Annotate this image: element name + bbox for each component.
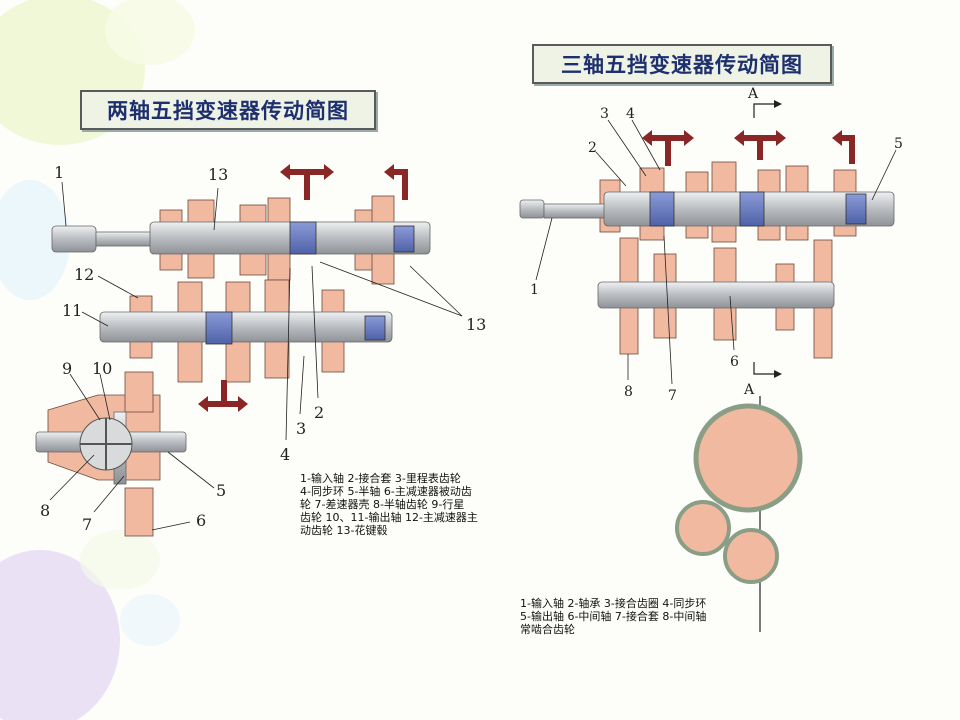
left-callout-8: 8 — [40, 501, 50, 520]
left-callout-9: 9 — [62, 359, 72, 378]
left-callout-7: 7 — [82, 515, 92, 534]
left-legend-line: 1-输入轴 2-接合套 3-里程表齿轮 — [300, 472, 461, 485]
right-legend-line: 5-输出轴 6-中间轴 7-接合套 8-中间轴 — [520, 610, 707, 623]
right-legend: 1-输入轴 2-轴承 3-接合齿圈 4-同步环 5-输出轴 6-中间轴 7-接合… — [520, 597, 740, 636]
left-legend-line: 齿轮 10、11-输出轴 12-主减速器主 — [300, 511, 478, 524]
left-callout-4: 4 — [280, 445, 290, 464]
left-legend-line: 4-同步环 5-半轴 6-主减速器被动齿 — [300, 485, 472, 498]
right-callout-6: 6 — [730, 354, 739, 370]
right-diagram-title: 三轴五挡变速器传动简图 — [532, 44, 832, 84]
left-callout-12: 12 — [74, 265, 94, 284]
left-callout-13a: 13 — [208, 165, 228, 184]
right-callout-4: 4 — [626, 106, 635, 122]
left-callout-3: 3 — [296, 419, 306, 438]
right-callout-3: 3 — [600, 106, 609, 122]
left-callout-10: 10 — [92, 359, 112, 378]
right-callout-8: 8 — [624, 384, 633, 400]
right-callout-1: 1 — [530, 282, 539, 298]
left-legend-line: 动齿轮 13-花键毂 — [300, 524, 388, 537]
left-callout-5: 5 — [216, 481, 226, 500]
left-legend: 1-输入轴 2-接合套 3-里程表齿轮 4-同步环 5-半轴 6-主减速器被动齿… — [300, 472, 500, 537]
left-callout-labels: 1 13 12 11 9 10 8 7 6 5 4 3 2 13 — [40, 163, 486, 534]
left-callout-11: 11 — [62, 301, 82, 320]
left-diagram-title: 两轴五挡变速器传动简图 — [80, 90, 376, 130]
right-legend-line: 常啮合齿轮 — [520, 623, 575, 636]
section-mark-top: A — [747, 86, 759, 102]
section-mark-bottom: A — [743, 382, 755, 398]
left-callout-6: 6 — [196, 511, 206, 530]
left-callout-13b: 13 — [466, 315, 486, 334]
left-legend-line: 轮 7-差速器壳 8-半轴齿轮 9-行星 — [300, 498, 465, 511]
right-legend-line: 1-输入轴 2-轴承 3-接合齿圈 4-同步环 — [520, 597, 707, 610]
right-callout-5: 5 — [894, 136, 903, 152]
right-callout-7: 7 — [668, 388, 677, 404]
left-callout-2: 2 — [314, 403, 324, 422]
left-callout-1: 1 — [54, 163, 64, 182]
right-callout-labels: 3 4 2 5 1 8 7 6 — [530, 106, 903, 404]
right-callout-2: 2 — [588, 140, 597, 156]
